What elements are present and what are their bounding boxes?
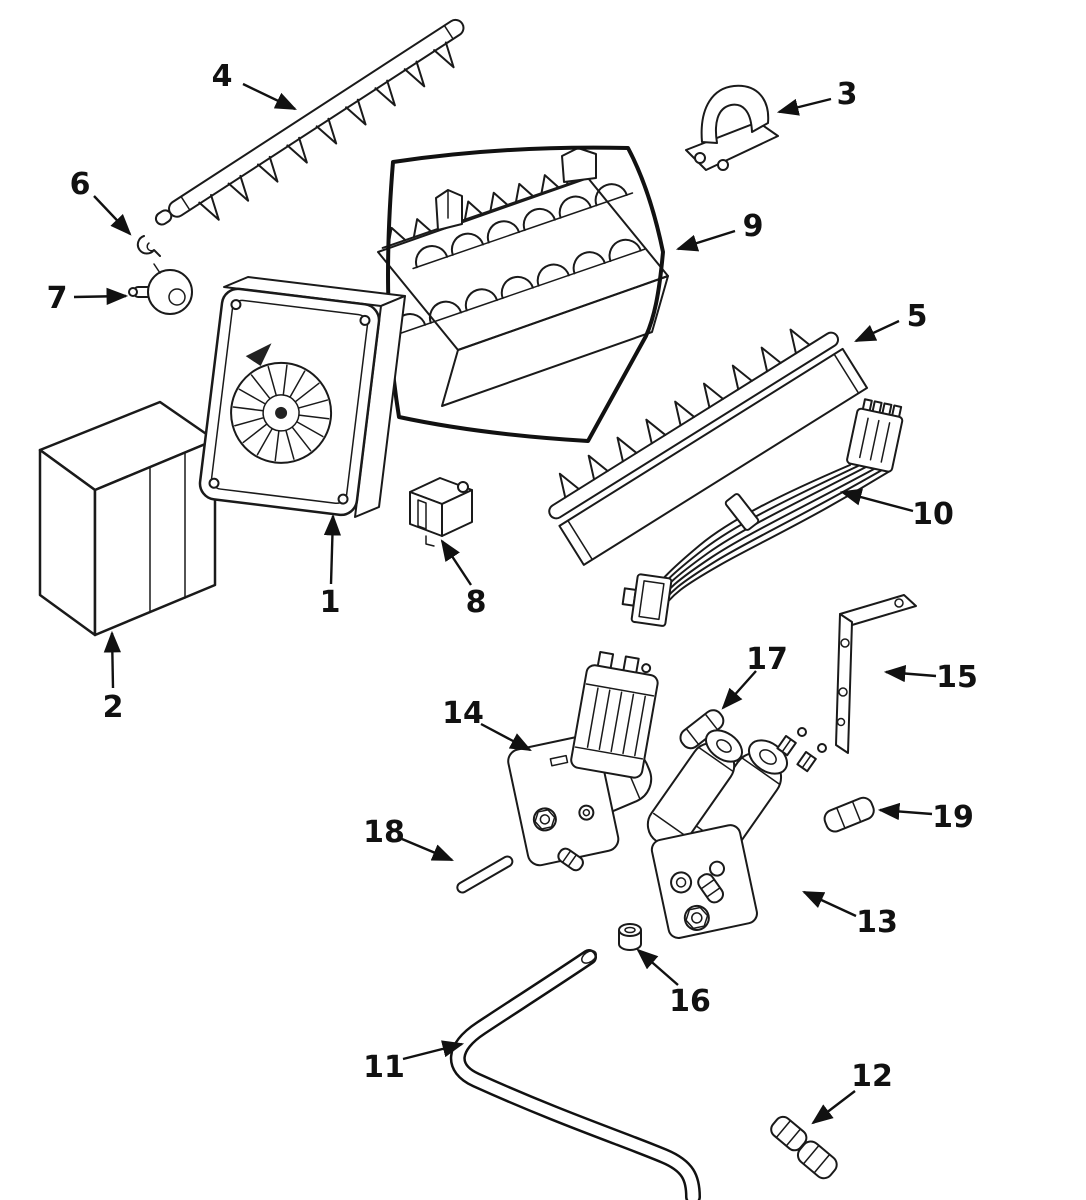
callout-18: 18 — [363, 815, 405, 850]
callout-19: 19 — [932, 800, 974, 835]
callout-1: 1 — [320, 585, 341, 620]
part-round-knob — [128, 263, 193, 315]
callout-11: 11 — [363, 1050, 405, 1085]
callout-15: 15 — [936, 660, 978, 695]
callout-17: 17 — [746, 642, 788, 677]
harness-connector-top — [846, 398, 904, 473]
part-l-bracket — [835, 594, 917, 754]
callout-labels: 1 2 3 4 5 6 7 8 9 10 11 12 13 14 15 16 1… — [47, 59, 978, 1094]
part-wire-harness — [621, 398, 904, 627]
callout-9: 9 — [743, 209, 764, 244]
part-tube-couplings — [770, 1115, 838, 1180]
callout-4: 4 — [212, 59, 233, 94]
callout-2: 2 — [103, 690, 124, 725]
part-toothed-rack-lower — [548, 328, 869, 566]
part-ice-maker-body — [377, 147, 669, 407]
callout-8: 8 — [466, 585, 487, 620]
part-small-cylinder-right — [823, 796, 875, 833]
solenoid-coil — [570, 650, 659, 779]
callout-16: 16 — [669, 984, 711, 1019]
callout-14: 14 — [442, 696, 484, 731]
part-small-tube-pin — [456, 855, 514, 894]
part-ice-maker-module-plate — [198, 276, 406, 518]
callout-5: 5 — [907, 299, 928, 334]
callout-6: 6 — [70, 167, 91, 202]
part-cover-box — [38, 400, 217, 637]
part-toothed-rack-upper — [154, 18, 465, 226]
callout-12: 12 — [851, 1059, 893, 1094]
callout-7: 7 — [47, 281, 68, 316]
callout-13: 13 — [856, 905, 898, 940]
part-housing-outline — [386, 145, 665, 443]
part-water-tube — [449, 949, 701, 1200]
fan-dial — [230, 361, 333, 464]
callout-10: 10 — [912, 497, 954, 532]
part-small-nut — [618, 923, 642, 951]
part-bracket-cap — [685, 84, 779, 171]
part-retaining-clip — [136, 235, 161, 257]
part-valve-assembly-single — [507, 650, 659, 872]
harness-connector-bottom — [621, 573, 673, 627]
leader-arrows — [73, 82, 937, 1125]
part-valve-assembly-double — [646, 727, 827, 939]
part-small-bracket — [409, 477, 473, 547]
callout-3: 3 — [837, 77, 858, 112]
